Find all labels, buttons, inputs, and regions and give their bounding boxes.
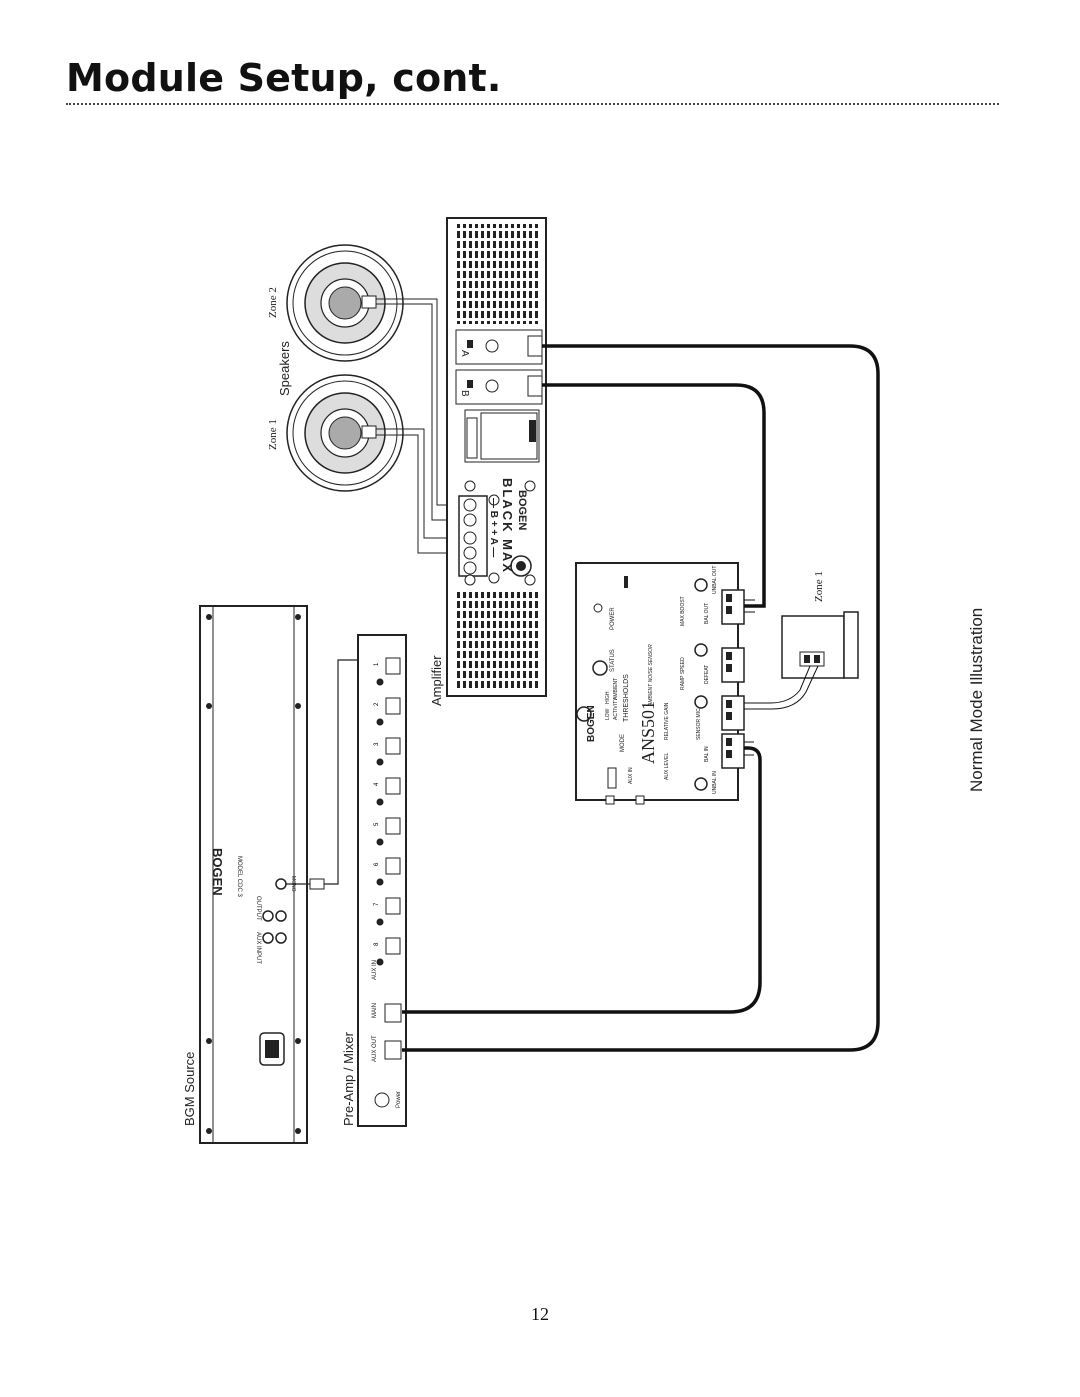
preamp-channel-4: 4 xyxy=(374,777,401,806)
ans-ramp-speed-label: RAMP SPEED xyxy=(680,657,686,690)
ans-low-label: LOW xyxy=(605,708,611,720)
preamp-channel-label: 7 xyxy=(374,902,380,906)
zone-2-label: Zone 2 xyxy=(267,287,279,318)
ans-activity-label: ACTIVITY xyxy=(613,697,619,720)
preamp-channel-label: 1 xyxy=(374,662,380,666)
preamp-channel-label: 3 xyxy=(374,742,380,746)
speaker-zone-2 xyxy=(286,244,404,362)
preamp-power-label: Power xyxy=(396,1091,402,1108)
zone-1-label: Zone 1 xyxy=(267,419,279,450)
ans-ambient-noise-sensor-label: AMBIENT NOISE SENSOR xyxy=(648,644,654,707)
amplifier-label: Amplifier xyxy=(429,655,444,706)
ans-aux-level-label: AUX LEVEL xyxy=(664,753,670,780)
amp-brand-label: BLACK MAX xyxy=(500,478,515,574)
preamp-channel-label: 5 xyxy=(374,822,380,826)
preamp-channel-5: 5 xyxy=(374,817,401,846)
preamp-channel-1: 1 xyxy=(374,657,401,686)
speaker-zone-1 xyxy=(286,374,404,492)
page-title: Module Setup, cont. xyxy=(66,56,502,100)
ans-unbal-in-label: UNBAL IN xyxy=(712,771,718,794)
signal-wiring xyxy=(402,344,880,1052)
amp-logo: BOGEN xyxy=(516,490,528,530)
sensor-zone-label: Zone 1 xyxy=(813,571,825,602)
ans-power-label: POWER xyxy=(610,607,616,630)
bgm-source-cdc3 xyxy=(199,605,308,1144)
bgm-logo: BOGEN xyxy=(210,848,225,896)
ans-aux-in-label: AUX IN xyxy=(628,767,634,784)
ans-model-label: ANS501 xyxy=(638,701,658,764)
preamp-channel-label: 2 xyxy=(374,702,380,706)
ambient-sensor-zone-1 xyxy=(781,611,859,679)
bgm-output-label: OUTPUT xyxy=(255,896,261,921)
preamp-channel-2: 2 xyxy=(374,697,401,726)
preamp-aux-in-label: AUX IN xyxy=(372,960,378,980)
preamp-aux-out-label: AUX OUT xyxy=(372,1035,378,1062)
page-number: 12 xyxy=(531,1304,549,1324)
preamp-channel-label: 6 xyxy=(374,862,380,866)
amp-channel-b-label: B xyxy=(459,390,470,397)
preamp-mixer: 1 2 3 4 5 6 7 8 xyxy=(357,634,407,1127)
ans-mode-label: MODE xyxy=(620,734,626,752)
preamp-channel-strips: 1 2 3 4 5 6 7 8 xyxy=(374,657,401,966)
preamp-channel-8: 8 xyxy=(374,937,401,966)
ans-logo: BOGEN xyxy=(586,705,597,742)
ans-sensor-mic-label: SENSOR MIC xyxy=(696,708,702,740)
title-divider xyxy=(66,103,999,105)
preamp-channel-label: 8 xyxy=(374,942,380,946)
ans-bal-in-label: BAL IN xyxy=(704,746,710,762)
preamp-channel-7: 7 xyxy=(374,897,401,926)
ans-defeat-label: DEFEAT xyxy=(704,665,710,684)
amp-channel-a-label: A xyxy=(459,350,470,357)
ans-bal-out-label: BAL OUT xyxy=(704,603,710,624)
ans-high-label: HIGH xyxy=(605,691,611,704)
bgm-source-label: BGM Source xyxy=(182,1052,197,1126)
ans-unbal-out-label: UNBAL OUT xyxy=(712,566,718,594)
ans-relative-gain-label: RELATIVE GAIN xyxy=(664,702,670,740)
ans-status-label: STATUS xyxy=(610,649,616,672)
ans-thresholds-label: THRESHOLDS xyxy=(623,674,630,722)
diagram-caption: Normal Mode Illustration xyxy=(967,608,986,792)
amp-terminal-label: — B + + A — xyxy=(488,498,499,557)
speakers-label: Speakers xyxy=(277,341,292,396)
preamp-channel-3: 3 xyxy=(374,737,401,766)
preamp-channel-6: 6 xyxy=(374,857,401,886)
ans-ambient-label: AMBIENT xyxy=(613,678,619,700)
preamp-channel-label: 4 xyxy=(374,782,380,786)
ans-max-boost-label: MAX BOOST xyxy=(680,596,686,626)
bgm-model-label: MODEL CDC 3 xyxy=(236,856,242,897)
amplifier-black-max xyxy=(446,217,547,697)
bgm-aux-input-label: AUX INPUT xyxy=(255,932,261,964)
preamp-mixer-label: Pre-Amp / Mixer xyxy=(341,1031,356,1126)
ans501-module xyxy=(575,562,745,805)
preamp-main-label: MAIN xyxy=(372,1003,378,1018)
